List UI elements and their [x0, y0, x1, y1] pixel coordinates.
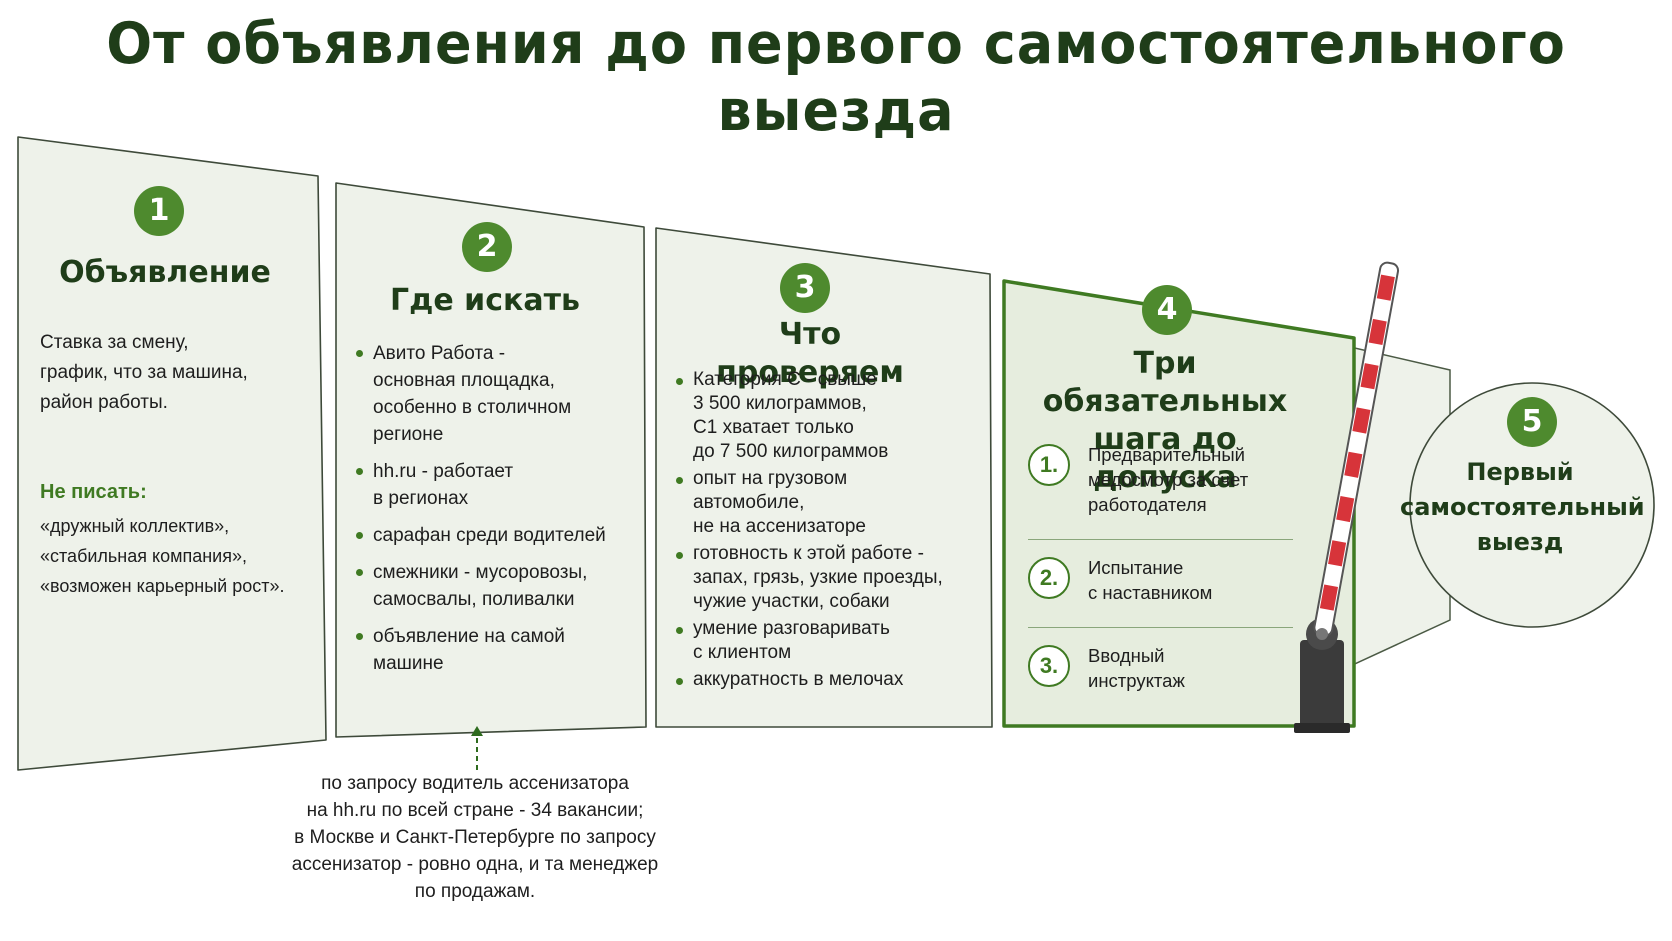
- list-item-line: опыт на грузовом: [693, 468, 848, 489]
- list-item: Категория С - свыше 3 500 килограммов, С…: [676, 368, 976, 464]
- warning-phrase: «дружный коллектив»,: [40, 516, 230, 536]
- step-number: 1.: [1028, 444, 1070, 486]
- step-divider: [1028, 627, 1293, 628]
- final-step-heading-line: Первый: [1466, 458, 1574, 486]
- final-circle: [1409, 382, 1655, 628]
- list-item: смежники - мусоровозы, самосвалы, полива…: [356, 559, 636, 613]
- panel-3-heading: Что проверяем: [716, 317, 904, 390]
- list-item: сарафан среди водителей: [356, 522, 636, 549]
- step-text: Предварительный медосмотр за счет работо…: [1088, 442, 1298, 517]
- step-text-line: с наставником: [1088, 582, 1213, 603]
- panel-4-heading-line: Три обязательных: [1042, 346, 1288, 419]
- note-line: по запросу водитель ассенизатора: [321, 773, 629, 794]
- step-1-badge: 1: [134, 186, 184, 236]
- panel-3-list: Категория С - свыше 3 500 килограммов, С…: [676, 368, 976, 695]
- list-item-line: запах, грязь, узкие проезды,: [693, 567, 943, 588]
- step-text: Вводный инструктаж: [1088, 643, 1298, 693]
- warning-phrase: «стабильная компания»,: [40, 546, 247, 566]
- list-item-line: умение разговаривать: [693, 618, 890, 639]
- list-item-line: сарафан среди водителей: [373, 525, 606, 546]
- list-item: аккуратность в мелочах: [676, 668, 976, 692]
- list-item-line: hh.ru - работает: [373, 461, 514, 482]
- note-line: по продажам.: [414, 881, 536, 902]
- barrier-icon: [1294, 261, 1400, 733]
- final-step-heading: Первый самостоятельный выезд: [1400, 455, 1645, 560]
- panel-1-warning-list: «дружный коллектив», «стабильная компани…: [40, 511, 320, 601]
- list-item-line: объявление на самой: [373, 626, 565, 647]
- page-title: От объявления до первого самостоятельног…: [106, 10, 1566, 144]
- step-text: Испытание с наставником: [1088, 555, 1298, 605]
- panel-1-warning-label: Не писать:: [40, 481, 147, 503]
- list-item-line: Категория С - свыше: [693, 369, 877, 390]
- list-item: hh.ru - работает в регионах: [356, 458, 636, 512]
- list-item-line: в регионах: [373, 488, 469, 509]
- step-text-line: медосмотр за счет: [1088, 469, 1249, 490]
- step-text-line: инструктаж: [1088, 670, 1185, 691]
- list-item-line: самосвалы, поливалки: [373, 589, 575, 610]
- panel-3-shape: [655, 227, 993, 728]
- hh-vacancies-note: по запросу водитель ассенизатора на hh.r…: [255, 770, 695, 905]
- list-item-line: Авито Работа -: [373, 343, 506, 364]
- panel-1-shape: [17, 136, 327, 771]
- panel-4-heading: Три обязательных шага до допуска: [1020, 345, 1310, 497]
- list-item-line: готовность к этой работе -: [693, 543, 924, 564]
- step-number: 2.: [1028, 557, 1070, 599]
- list-item-line: до 7 500 килограммов: [693, 441, 889, 462]
- list-item-line: с клиентом: [693, 642, 792, 663]
- warning-phrase: «возможен карьерный рост».: [40, 576, 285, 596]
- list-item-line: особенно в столичном: [373, 397, 572, 418]
- list-item-line: С1 хватает только: [693, 417, 854, 438]
- list-item-line: регионе: [373, 424, 444, 445]
- note-line: на hh.ru по всей стране - 34 вакансии;: [306, 800, 644, 821]
- step-text-line: работодателя: [1088, 494, 1207, 515]
- step-text-line: Вводный: [1088, 645, 1165, 666]
- final-step-heading-line: самостоятельный: [1400, 493, 1645, 521]
- step-4-badge: 4: [1142, 285, 1192, 335]
- step-5-badge: 5: [1507, 397, 1557, 447]
- list-item: объявление на самой машине: [356, 623, 636, 677]
- list-item: опыт на грузовом автомобиле, не на ассен…: [676, 467, 976, 539]
- panel-4-heading-line: шага до допуска: [1093, 422, 1237, 495]
- list-item-line: 3 500 килограммов,: [693, 393, 867, 414]
- step-divider: [1028, 539, 1293, 540]
- panel-4-shape: [1002, 279, 1356, 728]
- list-item-line: смежники - мусоровозы,: [373, 562, 588, 583]
- panel-1-text-line: график, что за машина,: [40, 362, 248, 383]
- list-item-line: автомобиле,: [693, 492, 805, 513]
- final-step-heading-line: выезд: [1476, 528, 1564, 556]
- list-item: умение разговаривать с клиентом: [676, 617, 976, 665]
- panel-1-heading: Объявление: [59, 255, 271, 290]
- step-2-badge: 2: [462, 222, 512, 272]
- note-line: ассенизатор - ровно одна, и та менеджер: [291, 854, 659, 875]
- list-item-line: чужие участки, собаки: [693, 591, 890, 612]
- list-item: готовность к этой работе - запах, грязь,…: [676, 542, 976, 614]
- step-text-line: Предварительный: [1088, 444, 1246, 465]
- step-number: 3.: [1028, 645, 1070, 687]
- note-line: в Москве и Санкт-Петербурге по запросу: [294, 827, 656, 848]
- panel-1-text: Ставка за смену, график, что за машина, …: [40, 328, 310, 418]
- panel-2-list: Авито Работа - основная площадка, особен…: [356, 340, 636, 687]
- step-3-badge: 3: [780, 263, 830, 313]
- note-arrowhead: [471, 726, 483, 736]
- list-item-line: не на ассенизаторе: [693, 516, 866, 537]
- panel-2-shape: [335, 182, 647, 738]
- list-item-line: основная площадка,: [373, 370, 555, 391]
- list-item: Авито Работа - основная площадка, особен…: [356, 340, 636, 448]
- panel-1-text-line: Ставка за смену,: [40, 332, 189, 353]
- panel-1-text-line: район работы.: [40, 392, 168, 413]
- list-item-line: машине: [373, 653, 444, 674]
- step-text-line: Испытание: [1088, 557, 1184, 578]
- list-item-line: аккуратность в мелочах: [693, 669, 904, 690]
- panel-2-heading: Где искать: [390, 283, 580, 318]
